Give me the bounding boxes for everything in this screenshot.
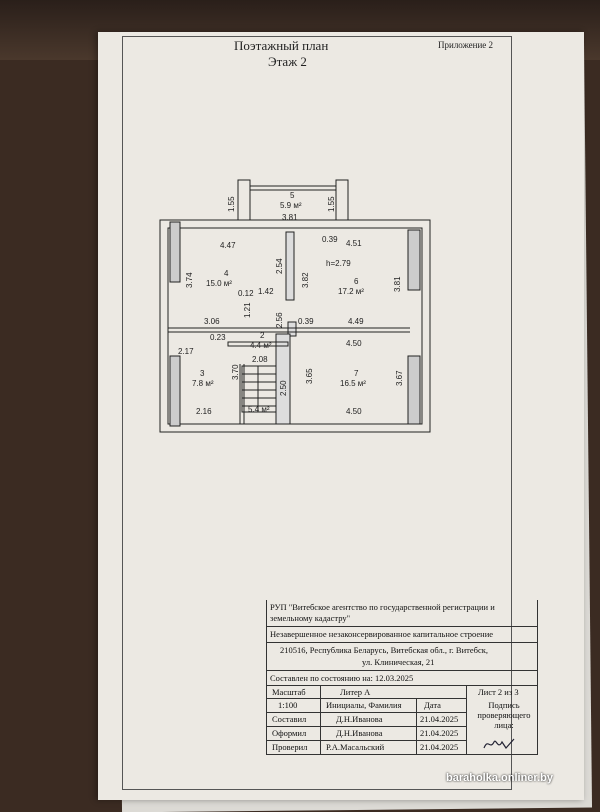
title-block: РУП "Витебское агентство по государствен… xyxy=(266,600,538,764)
inner-walls xyxy=(168,231,410,425)
dim: 0.12 xyxy=(238,289,254,298)
dim: 4.50 xyxy=(346,407,362,416)
as-of-date: Составлен по состоянию на: 12.03.2025 xyxy=(270,673,414,683)
sheet-number: Лист 2 из 3 xyxy=(478,687,519,697)
signature-label: Подпись проверяющего лица: xyxy=(477,700,531,730)
org-name: РУП "Витебское агентство по государствен… xyxy=(270,602,495,623)
room-7-area: 16.5 м² xyxy=(340,379,366,388)
dim: 3.70 xyxy=(231,364,240,380)
room-6-area: 17.2 м² xyxy=(338,287,364,296)
dim: 2.08 xyxy=(252,355,268,364)
drawing-frame xyxy=(122,36,512,790)
signature-mark xyxy=(483,738,515,749)
room-6-num: 6 xyxy=(354,277,359,286)
outer-walls xyxy=(159,219,431,433)
dim: 2.16 xyxy=(196,407,212,416)
date-compiled: 21.04.2025 xyxy=(420,714,459,724)
dim: 3.65 xyxy=(305,368,314,384)
litera: Литер А xyxy=(340,687,371,697)
dim: 1.55 xyxy=(227,196,236,212)
room-5-area: 5.9 м² xyxy=(280,201,302,210)
scale-label: Масштаб xyxy=(272,687,306,697)
dim: 1.42 xyxy=(258,287,274,296)
dim: 2.56 xyxy=(275,312,284,328)
stair-area: 5.4 м² xyxy=(248,405,270,414)
floor-plan: 5 5.9 м² 4 15.0 м² 6 17.2 м² h=2.79 2 4.… xyxy=(159,179,431,433)
dim: 2.50 xyxy=(279,380,288,396)
dim: 4.50 xyxy=(346,339,362,348)
address-line-1: 210516, Республика Беларусь, Витебская о… xyxy=(280,645,488,655)
plan-title: Поэтажный план xyxy=(234,38,329,53)
name-formatted: Д.Н.Иванова xyxy=(336,728,383,738)
scale-value: 1:100 xyxy=(278,700,298,710)
room-7-num: 7 xyxy=(354,369,359,378)
room-2-area: 4.4 м² xyxy=(250,341,272,350)
room-2-num: 2 xyxy=(260,331,265,340)
date-checked: 21.04.2025 xyxy=(420,742,459,752)
dim: 4.47 xyxy=(220,241,236,250)
room-5-num: 5 xyxy=(290,191,295,200)
dim: 4.49 xyxy=(348,317,364,326)
dim: 3.81 xyxy=(282,213,298,222)
dim: 2.54 xyxy=(275,258,284,274)
dim: 3.81 xyxy=(393,276,402,292)
object-name: Незавершенное незаконсервированное капит… xyxy=(270,629,494,639)
col-initials: Инициалы, Фамилия xyxy=(326,700,402,710)
room-3-num: 3 xyxy=(200,369,205,378)
address-line-2: ул. Клиническая, 21 xyxy=(362,657,435,667)
name-checked: Р.А.Масальский xyxy=(326,742,385,752)
role-compiled: Составил xyxy=(272,714,307,724)
dim: 3.06 xyxy=(204,317,220,326)
role-checked: Проверил xyxy=(272,742,308,752)
dim: 3.74 xyxy=(185,272,194,288)
room-3-area: 7.8 м² xyxy=(192,379,214,388)
date-formatted: 21.04.2025 xyxy=(420,728,459,738)
appendix-label: Приложение 2 xyxy=(438,40,494,50)
dim: 3.67 xyxy=(395,370,404,386)
dim: 3.82 xyxy=(301,272,310,288)
height-note: h=2.79 xyxy=(326,259,351,268)
dim: 0.23 xyxy=(210,333,226,342)
watermark: baraholka.onliner.by xyxy=(446,772,553,784)
dim: 0.39 xyxy=(298,317,314,326)
stairs xyxy=(241,365,277,413)
dim: 0.39 xyxy=(322,235,338,244)
col-date: Дата xyxy=(424,700,441,710)
dim: 1.55 xyxy=(327,196,336,212)
room-4-num: 4 xyxy=(224,269,229,278)
room-4-area: 15.0 м² xyxy=(206,279,232,288)
dim: 4.51 xyxy=(346,239,362,248)
name-compiled: Д.Н.Иванова xyxy=(336,714,383,724)
role-formatted: Оформил xyxy=(272,728,307,738)
dim: 2.17 xyxy=(178,347,194,356)
floor-title: Этаж 2 xyxy=(268,54,307,69)
dim: 1.21 xyxy=(243,302,252,318)
